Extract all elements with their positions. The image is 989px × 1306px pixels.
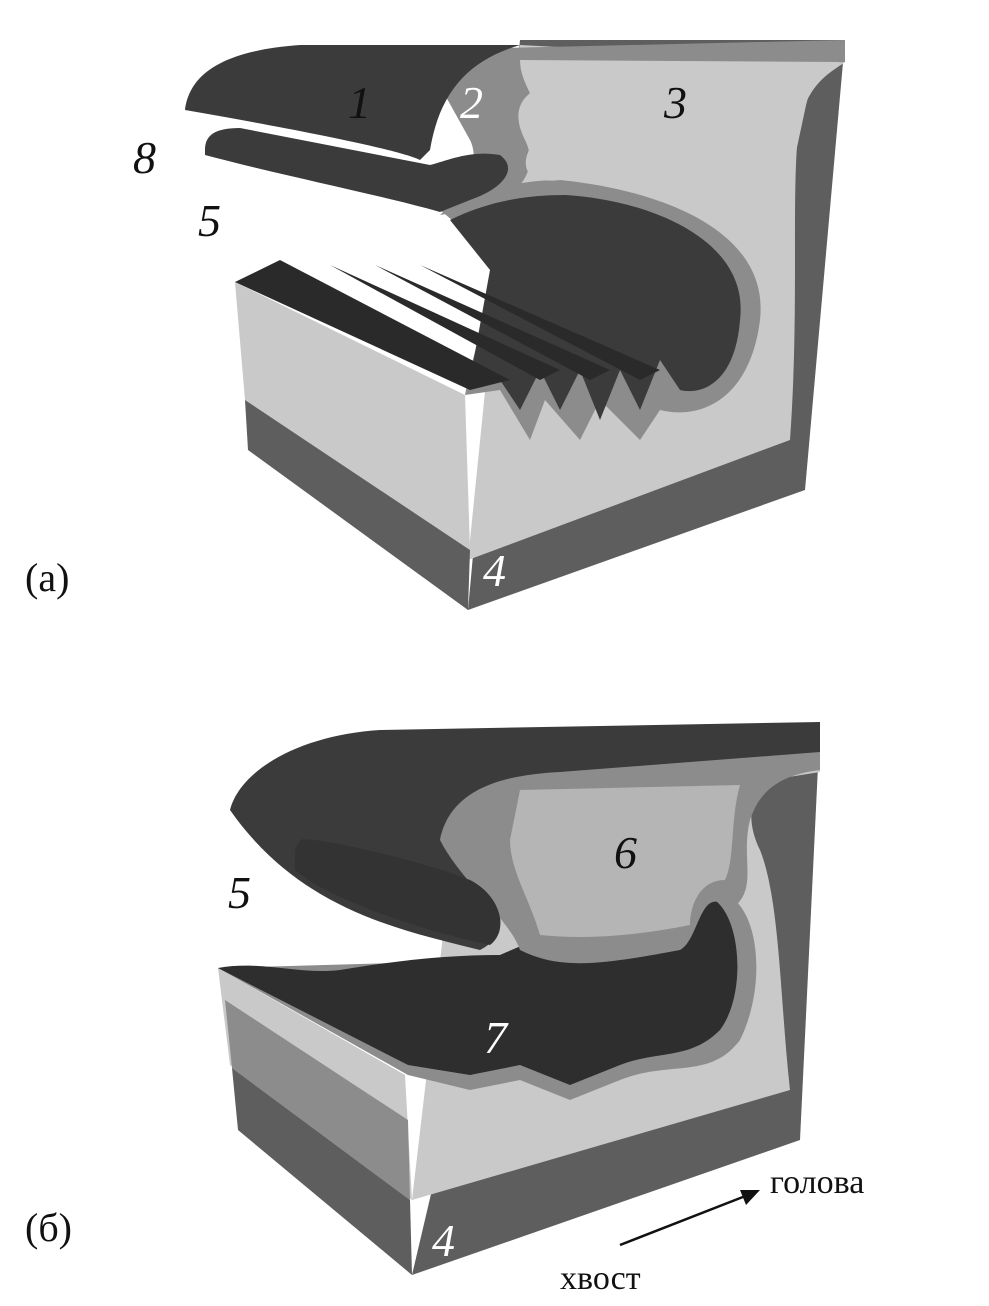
label-7: 7 <box>484 1012 507 1063</box>
label-head: голова <box>770 1164 865 1201</box>
a-top-light <box>520 60 840 181</box>
a-front-band-4 <box>245 400 470 610</box>
caption-b: (б) <box>25 1205 72 1250</box>
b-core-6 <box>510 785 740 937</box>
b-lip-lower <box>295 839 501 945</box>
panel-a-drawing <box>185 40 845 610</box>
label-6: 6 <box>614 827 637 878</box>
label-5-b: 5 <box>228 867 251 918</box>
label-1: 1 <box>348 77 371 128</box>
direction-arrow <box>619 1190 760 1247</box>
a-lip-upper-1 <box>185 45 520 160</box>
a-ridges <box>235 260 660 390</box>
b-front-mid <box>225 1000 410 1200</box>
label-4-b: 4 <box>432 1215 455 1266</box>
label-4-a: 4 <box>483 545 506 596</box>
a-lip-lower <box>205 128 509 212</box>
b-front-band-4 <box>232 1068 412 1275</box>
label-2: 2 <box>460 77 483 128</box>
panel-b-drawing <box>218 722 820 1275</box>
label-8: 8 <box>133 132 156 183</box>
label-tail: хвост <box>560 1260 641 1297</box>
label-3: 3 <box>664 77 687 128</box>
caption-a: (а) <box>25 555 70 600</box>
a-front-face <box>235 282 470 550</box>
label-5-a: 5 <box>198 195 221 246</box>
